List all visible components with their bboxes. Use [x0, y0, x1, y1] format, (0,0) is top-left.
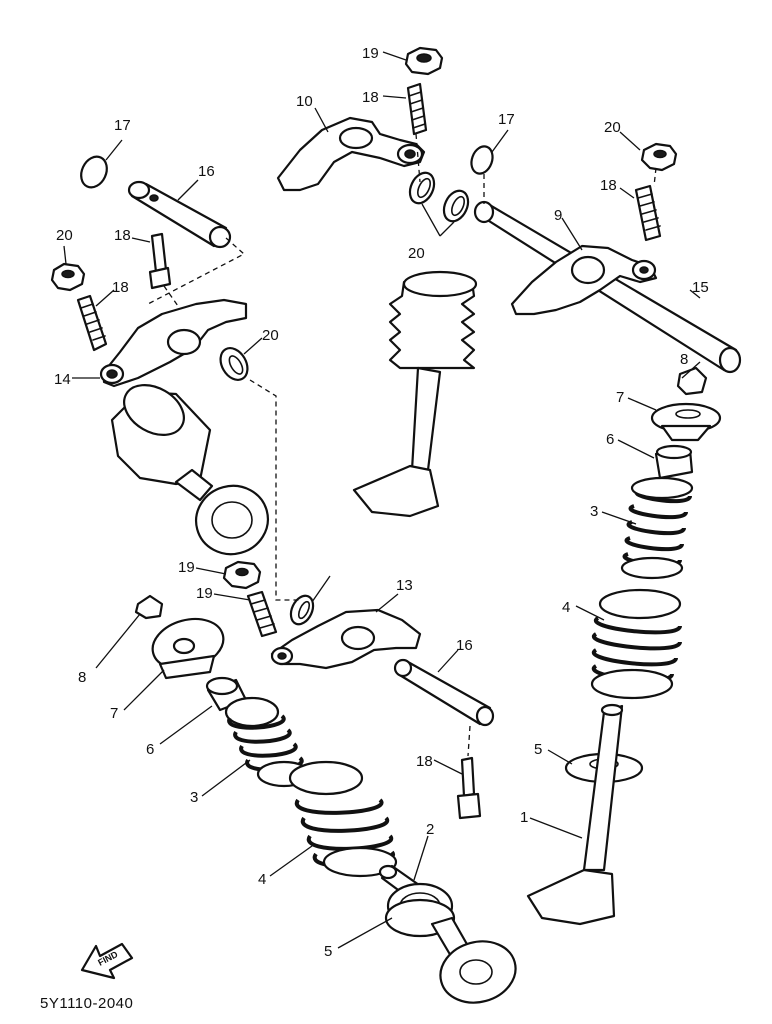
part-left-valve-head — [110, 384, 269, 556]
part-8-cotter-right — [676, 366, 708, 396]
part-1-valve — [526, 703, 624, 926]
part-10-rocker-arm — [276, 116, 426, 192]
callout-20: 20 — [262, 327, 279, 344]
diagram-code: 5Y1110-2040 — [40, 995, 133, 1012]
leader-lines — [63, 51, 701, 949]
callout-14: 16 — [456, 637, 473, 654]
part-4-outer-spring-left — [288, 760, 398, 878]
alignment-lines — [147, 133, 657, 757]
callout-labels: 19 18 10 17 16 18 20 18 14 20 17 20 18 9… — [54, 45, 709, 960]
part-16-oring-left — [80, 155, 108, 189]
callout-3: 3 — [590, 503, 598, 520]
callout-6: 6 — [606, 431, 614, 448]
part-15-rocker-shaft — [127, 180, 232, 249]
part-18-adjuster-middle — [246, 590, 278, 638]
callout-17: 18 — [114, 227, 131, 244]
callout-20: 20 — [408, 245, 425, 262]
find-arrow: FIND — [80, 942, 134, 980]
callout-4: 4 — [562, 599, 570, 616]
part-14-rocker-shaft — [393, 658, 495, 727]
part-20-plate-left — [219, 347, 249, 381]
callout-7: 7 — [110, 705, 118, 722]
callout-15: 16 — [198, 163, 215, 180]
callout-19: 20 — [56, 227, 73, 244]
callout-3: 3 — [190, 789, 198, 806]
callout-19: 19 — [178, 559, 195, 576]
part-6-seal-right — [654, 444, 694, 480]
callout-9: 9 — [554, 207, 562, 224]
callout-12: 14 — [54, 371, 71, 388]
part-18-adjuster-right — [634, 184, 662, 242]
part-20-plates-center — [408, 171, 470, 223]
callout-16: 17 — [498, 111, 515, 128]
callout-16: 17 — [114, 117, 131, 134]
callout-17: 18 — [416, 753, 433, 770]
part-20-plate-middle — [289, 594, 315, 626]
callout-18: 18 — [112, 279, 129, 296]
part-11-rocker-arm — [270, 608, 422, 670]
part-19-nut-left — [50, 262, 86, 292]
part-18-adjuster-top — [406, 82, 428, 136]
callout-4: 4 — [258, 871, 266, 888]
callout-8: 8 — [78, 669, 86, 686]
callout-18: 19 — [196, 585, 213, 602]
callout-19: 20 — [604, 119, 621, 136]
callout-10: 10 — [296, 93, 313, 110]
callout-1: 1 — [520, 809, 528, 826]
part-19-nut-top — [404, 46, 444, 76]
part-16-oring-right — [470, 145, 494, 175]
callout-2: 2 — [426, 821, 434, 838]
part-18-adjuster-left — [76, 294, 108, 352]
part-center-tappet — [352, 270, 478, 518]
part-8-cotter-left — [134, 594, 164, 620]
callout-5: 5 — [534, 741, 542, 758]
part-4-outer-spring-right — [590, 588, 682, 700]
callout-8: 8 — [680, 351, 688, 368]
callout-19: 19 — [362, 45, 379, 62]
part-7-retainer-left — [151, 617, 225, 680]
part-7-retainer-right — [650, 402, 722, 442]
part-17-bolt-left — [148, 232, 172, 290]
part-12-rocker-arm — [99, 298, 248, 388]
part-19-nut-right — [640, 142, 678, 172]
part-9-rocker-arm — [510, 244, 658, 316]
callout-18: 18 — [362, 89, 379, 106]
callout-13: 15 — [692, 279, 709, 296]
callout-7: 7 — [616, 389, 624, 406]
part-3-inner-spring-right — [620, 476, 694, 580]
part-left-valve-stem — [430, 916, 517, 1004]
callout-11: 13 — [396, 577, 413, 594]
callout-6: 6 — [146, 741, 154, 758]
callout-5: 5 — [324, 943, 332, 960]
part-17-bolt-middle — [456, 756, 482, 820]
callout-18: 18 — [600, 177, 617, 194]
part-19-nut-middle — [222, 560, 262, 590]
